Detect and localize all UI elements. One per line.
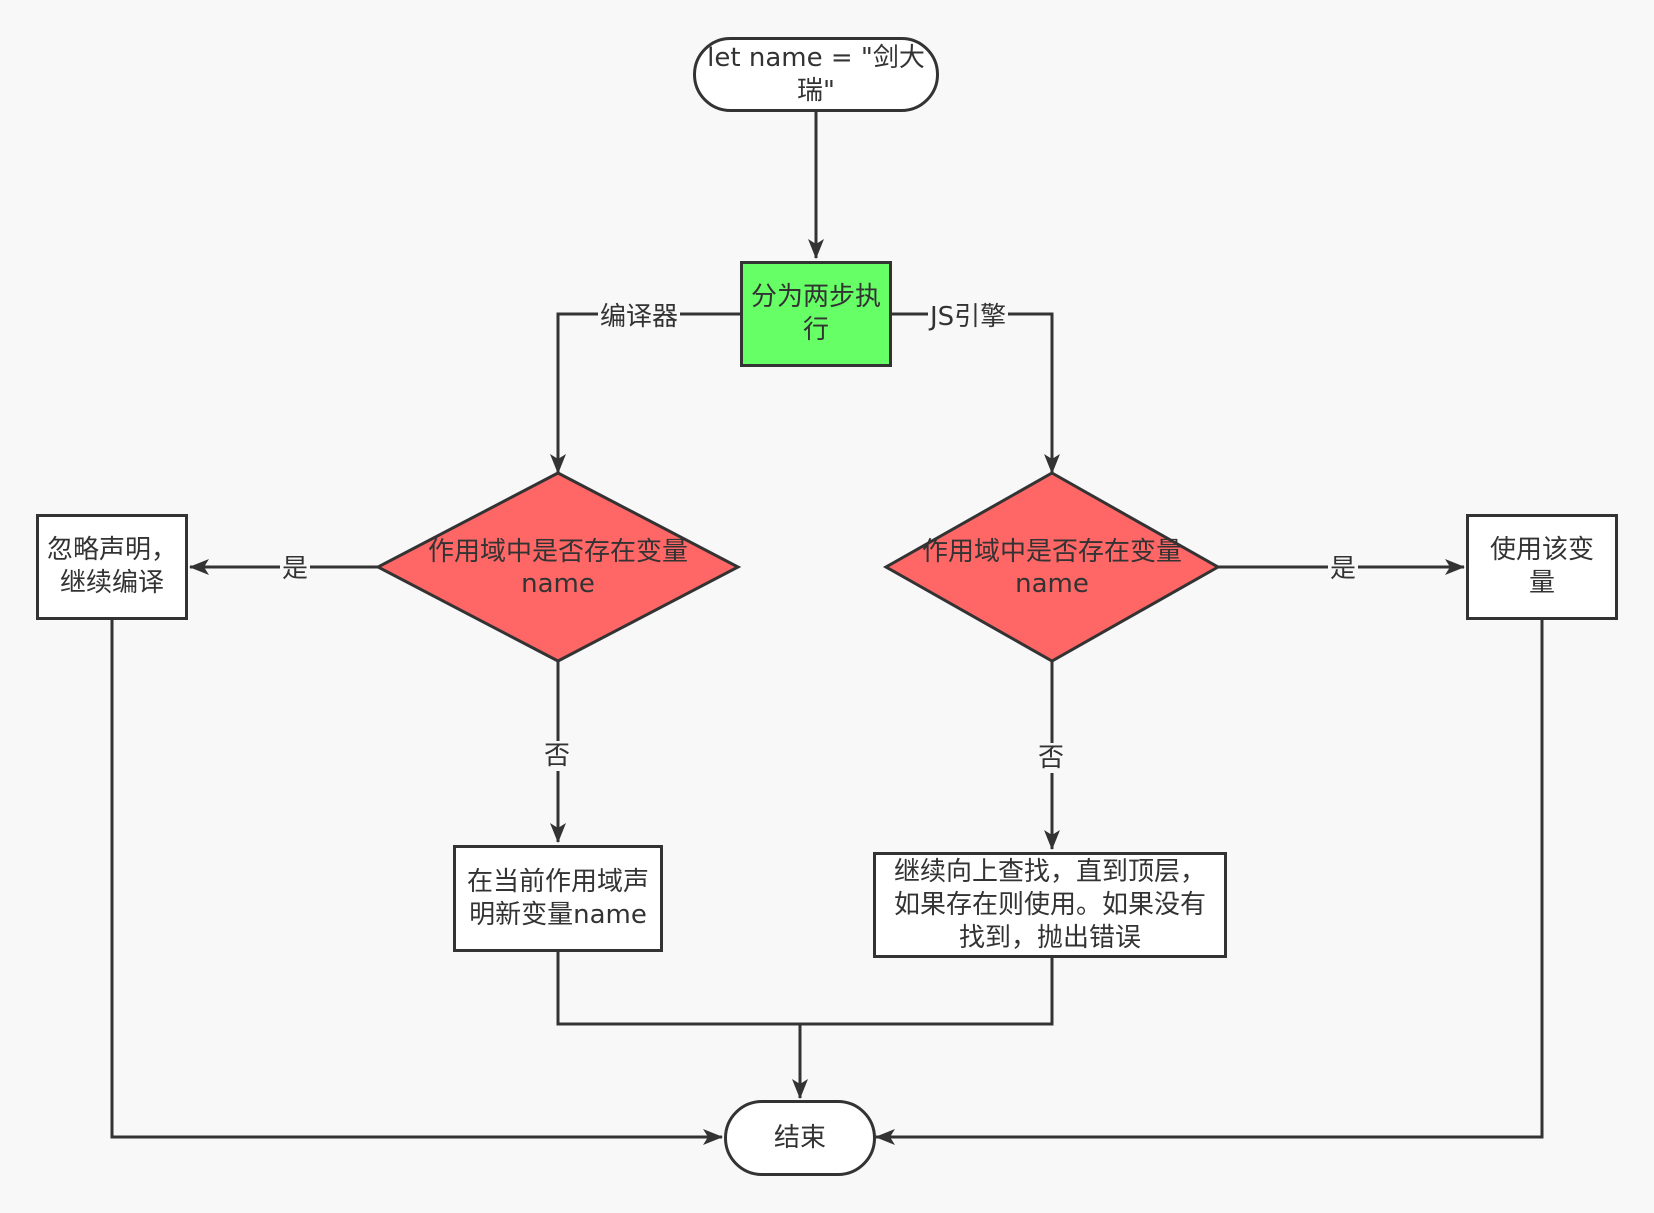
lookup-scope-node: 继续向上查找，直到顶层，如果存在则使用。如果没有找到，抛出错误 [873, 852, 1227, 958]
start-node-label: let name = "剑大瑞" [707, 42, 925, 106]
lookup-scope-label: 继续向上查找，直到顶层，如果存在则使用。如果没有找到，抛出错误 [893, 856, 1206, 953]
edge-label-no-left: 否 [542, 741, 573, 771]
ignore-declaration-node: 忽略声明，继续编译 [36, 514, 188, 620]
split-node-label: 分为两步执行 [750, 282, 881, 345]
ignore-declaration-label: 忽略声明，继续编译 [46, 535, 177, 598]
decision-compile-label: 作用域中是否存在变量name [427, 537, 688, 599]
edge-declare-to-join [556, 950, 1054, 1026]
decision-engine-diamond [882, 471, 1222, 663]
declare-variable-node: 在当前作用域声明新变量name [453, 845, 663, 952]
edge-label-yes-right: 是 [1328, 554, 1359, 584]
edge-split-to-engine-decision [892, 312, 1060, 474]
end-node-label: 结束 [773, 1122, 826, 1153]
start-node: let name = "剑大瑞" [693, 37, 939, 112]
use-variable-node: 使用该变量 [1466, 514, 1618, 620]
split-node: 分为两步执行 [740, 261, 892, 367]
use-variable-label: 使用该变量 [1489, 535, 1594, 598]
declare-variable-label: 在当前作用域声明新变量name [466, 866, 649, 930]
decision-engine-label: 作用域中是否存在变量name [921, 537, 1182, 599]
edge-label-yes-left: 是 [280, 554, 311, 584]
end-node: 结束 [724, 1100, 876, 1176]
edge-split-to-compile-decision [550, 312, 740, 474]
decision-compile-diamond [374, 471, 742, 663]
edge-use-to-end [875, 618, 1544, 1145]
edge-ignore-to-end [110, 618, 723, 1145]
edge-label-js-engine: JS引擎 [928, 302, 1009, 332]
edge-label-compiler: 编译器 [598, 302, 681, 332]
edge-label-no-right: 否 [1036, 743, 1067, 773]
